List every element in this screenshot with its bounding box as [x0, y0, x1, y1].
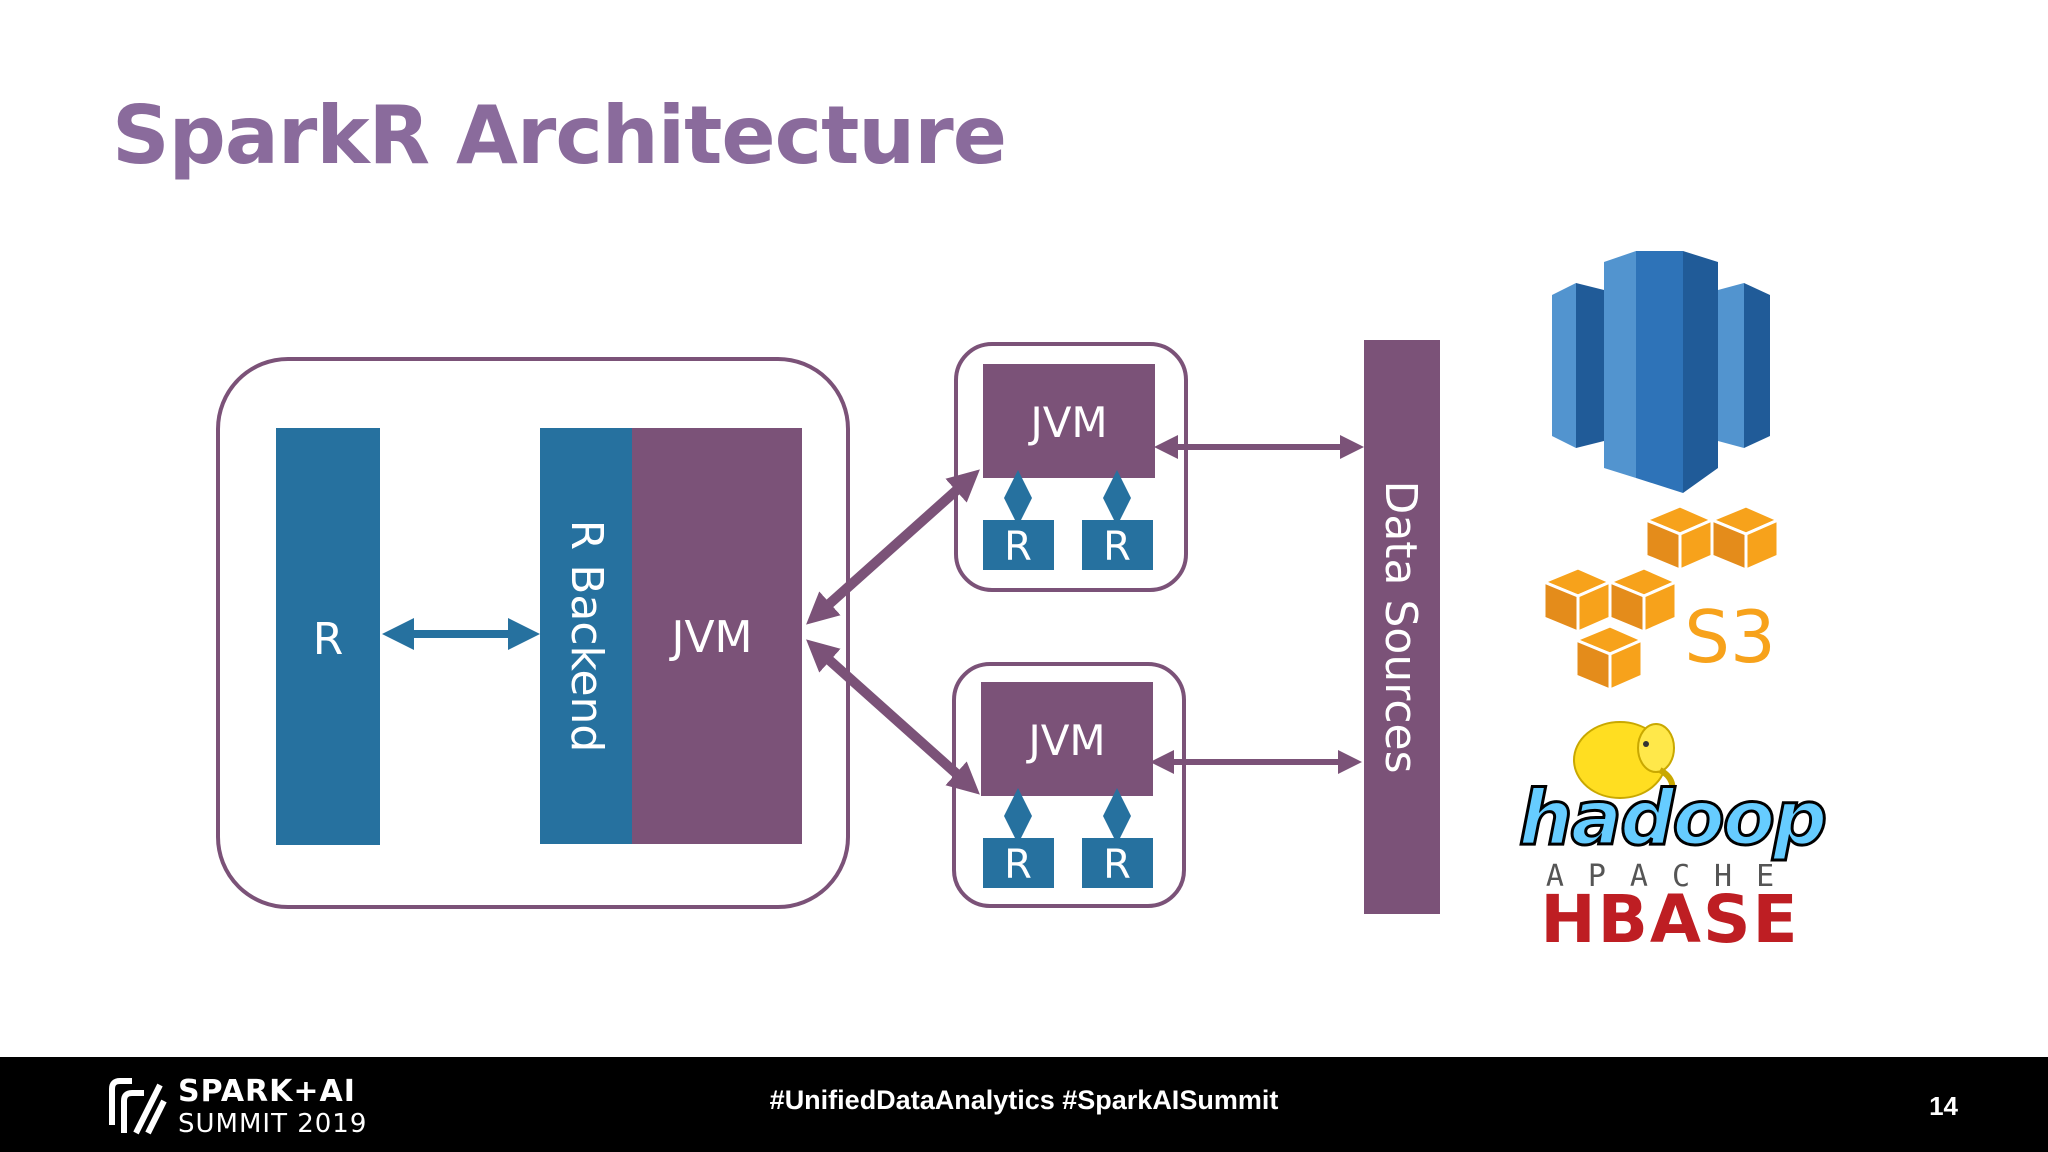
worker2-r1-label: R [1004, 842, 1032, 888]
aws-s3-icon: S3 [1540, 504, 1782, 693]
driver-jvm-box [632, 428, 802, 844]
driver-r-label: R [313, 614, 344, 665]
worker1-jvm-box [983, 364, 1155, 478]
aws-redshift-icon [1552, 251, 1770, 493]
hadoop-text: hadoop [1519, 773, 1826, 862]
hadoop-elephant-icon [1573, 721, 1676, 800]
worker1-r2-box [1082, 520, 1153, 570]
driver-to-worker2-arrow [806, 639, 980, 795]
hbase-text: HBASE [1540, 881, 1799, 958]
aws-s3-text: S3 [1684, 595, 1776, 679]
worker2-jvm-box [981, 682, 1153, 796]
slide-footer: SPARK+AI SUMMIT 2019 #UnifiedDataAnalyti… [0, 1057, 2048, 1152]
worker1-r1-box [983, 520, 1054, 570]
data-sources-label: Data Sources [1375, 480, 1426, 773]
driver-container [216, 357, 850, 909]
logo-line2: SUMMIT 2019 [178, 1109, 368, 1139]
data-sources-bar [1364, 340, 1440, 914]
slide-title: SparkR Architecture [112, 89, 1007, 182]
r-backend-label: R Backend [561, 520, 612, 753]
worker2-container [952, 662, 1186, 908]
worker2-r2-box [1082, 838, 1153, 888]
worker2-r1-box [983, 838, 1054, 888]
worker1-r2-label: R [1103, 524, 1131, 570]
worker1-r1-label: R [1004, 524, 1032, 570]
page-number: 14 [1929, 1091, 1958, 1121]
apache-hbase-logo: APACHE HBASE [1540, 859, 1799, 958]
worker1-jvm-label: JVM [1027, 398, 1107, 447]
footer-hashtags: #UnifiedDataAnalytics #SparkAISummit [769, 1085, 1279, 1115]
driver-to-worker1-arrow [806, 469, 980, 625]
worker1-container [954, 342, 1188, 592]
worker2-jvm-label: JVM [1025, 716, 1105, 765]
worker2-r2-label: R [1103, 842, 1131, 888]
spark-summit-icon [109, 1078, 167, 1135]
logo-line1: SPARK+AI [178, 1074, 356, 1109]
driver-r-box [276, 428, 380, 845]
driver-jvm-label: JVM [668, 612, 752, 663]
spark-ai-summit-logo: SPARK+AI SUMMIT 2019 [104, 1077, 367, 1137]
r-backend-box [540, 428, 632, 844]
hbase-apache-text: APACHE [1546, 859, 1798, 894]
